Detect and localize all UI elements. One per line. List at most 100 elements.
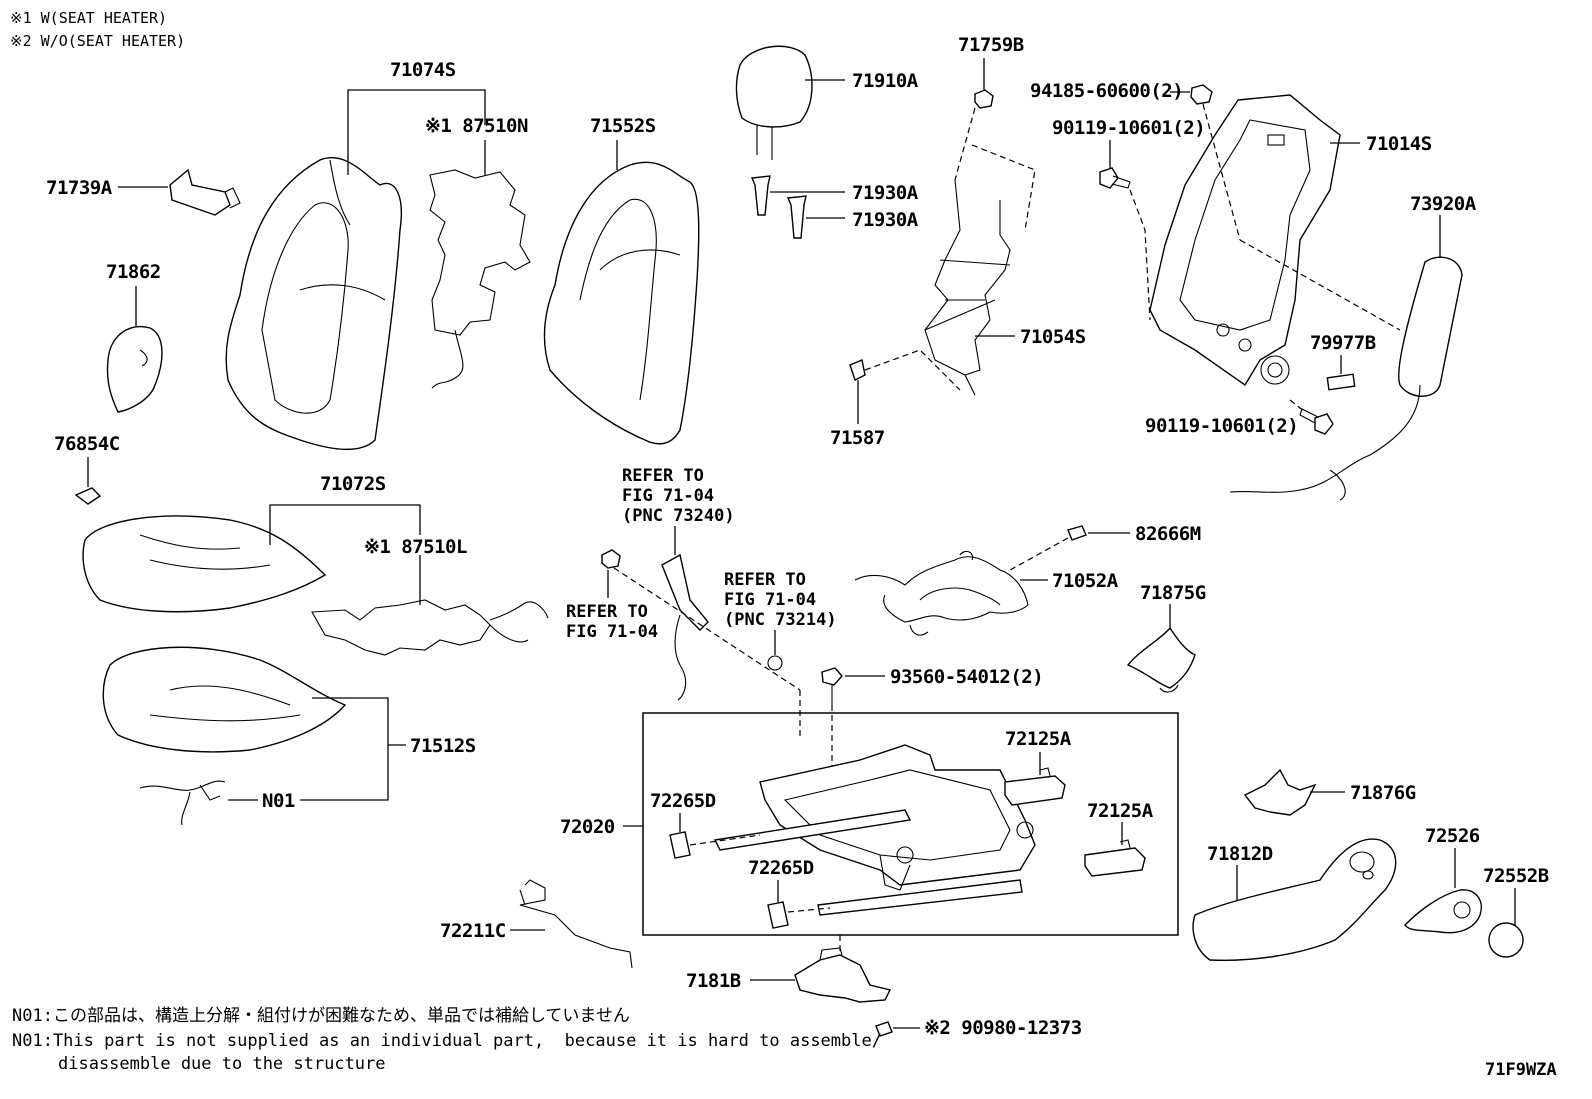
refer-pnc-73240-line1: REFER TO bbox=[622, 466, 704, 486]
label-71054S: 71054S bbox=[1020, 326, 1086, 348]
bracket-7181B-drawing bbox=[794, 947, 892, 1003]
label-90119-upper: 90119-10601(2) bbox=[1052, 117, 1205, 139]
label-90119-lower: 90119-10601(2) bbox=[1145, 415, 1298, 437]
label-N01: N01 bbox=[262, 790, 295, 812]
leader-71074S bbox=[347, 89, 486, 175]
seat-track-frame-drawing bbox=[713, 744, 1036, 916]
label-71512S: 71512S bbox=[410, 735, 476, 757]
label-7181B: 7181B bbox=[686, 970, 741, 992]
label-82666M: 82666M bbox=[1135, 523, 1201, 545]
refer-pnc-73240-line2: FIG 71-04 bbox=[622, 486, 714, 506]
refer-pnc-73240-line3: (PNC 73240) bbox=[622, 506, 735, 526]
dashed-guide-71759B bbox=[954, 107, 976, 181]
seatback-pad-drawing bbox=[543, 161, 700, 445]
footnote-n01-english-line1: N01:This part is not supplied as an indi… bbox=[12, 1031, 882, 1051]
label-73920A: 73920A bbox=[1410, 193, 1477, 215]
label-71759B: 71759B bbox=[958, 34, 1024, 56]
legend-seat-heater: ※1 W(SEAT HEATER) bbox=[10, 9, 167, 27]
cushion-heater-drawing bbox=[311, 599, 549, 656]
label-71072S: 71072S bbox=[320, 473, 386, 495]
seatback-frame-drawing bbox=[1149, 94, 1341, 387]
label-87510L: ※1 87510L bbox=[364, 536, 467, 558]
label-71587: 71587 bbox=[830, 427, 885, 449]
label-71910A: 71910A bbox=[852, 70, 919, 92]
cushion-cover-drawing bbox=[82, 515, 327, 613]
dashed-guide-bolt-upper bbox=[1129, 189, 1151, 321]
dashed-guide-frame bbox=[1202, 103, 1241, 241]
bolt-upper-drawing bbox=[1099, 167, 1131, 189]
label-72125A-1: 72125A bbox=[1005, 728, 1072, 750]
dashed-guide-bolt-lower bbox=[1289, 399, 1306, 413]
leader-71512S bbox=[300, 697, 389, 801]
diagram-code: 71F9WZA bbox=[1485, 1060, 1557, 1080]
label-71552S: 71552S bbox=[590, 115, 656, 137]
label-72265D-2: 72265D bbox=[748, 857, 814, 879]
seatback-cover-drawing bbox=[225, 157, 402, 451]
wire-harness-n01-drawing bbox=[139, 780, 226, 826]
seatback-heater-drawing bbox=[429, 169, 531, 389]
bolt-93560-drawing bbox=[821, 667, 843, 705]
cap-72552B-drawing bbox=[1488, 922, 1524, 958]
label-71875G: 71875G bbox=[1140, 582, 1206, 604]
label-plate-drawing bbox=[1326, 373, 1356, 391]
headrest-drawing bbox=[735, 45, 813, 160]
dashed-guide-82666M bbox=[1009, 537, 1069, 571]
recliner-72125A-lower-drawing bbox=[1084, 839, 1146, 877]
rod-72211C-drawing bbox=[519, 879, 633, 969]
refer-pnc-73214-line3: (PNC 73214) bbox=[724, 610, 837, 630]
recliner-knob-drawing bbox=[1404, 889, 1482, 934]
refer-pnc-73214-line2: FIG 71-04 bbox=[724, 590, 816, 610]
headrest-support-drawing bbox=[750, 175, 807, 239]
dashed-guide-71587 bbox=[864, 349, 961, 391]
seat-harness-drawing bbox=[854, 550, 1029, 636]
nut-drawing bbox=[974, 89, 994, 109]
bracket-72265D-upper-drawing bbox=[669, 831, 691, 859]
refer-fig-line1: REFER TO bbox=[566, 602, 648, 622]
dashed-guide-72265D-2 bbox=[787, 907, 831, 913]
label-72020: 72020 bbox=[560, 816, 615, 838]
refer-pnc-73214-line1: REFER TO bbox=[724, 570, 806, 590]
side-airbag-drawing bbox=[1229, 256, 1463, 501]
footnote-n01-english-line2: disassemble due to the structure bbox=[58, 1054, 386, 1074]
label-79977B: 79977B bbox=[1310, 332, 1376, 354]
leader-71072S bbox=[269, 504, 421, 545]
dashed-guide-lumbar bbox=[971, 144, 1036, 231]
refer-fig-line2: FIG 71-04 bbox=[566, 622, 658, 642]
label-72526: 72526 bbox=[1425, 825, 1480, 847]
label-71052A: 71052A bbox=[1052, 570, 1119, 592]
label-87510N: ※1 87510N bbox=[425, 115, 528, 137]
nut-94185-drawing bbox=[1190, 84, 1213, 105]
label-71074S: 71074S bbox=[390, 59, 456, 81]
dashed-guide-airbag bbox=[1239, 239, 1401, 331]
seat-frame-group-box bbox=[642, 712, 1179, 936]
connector-82666M-drawing bbox=[1067, 525, 1087, 541]
label-72125A-2: 72125A bbox=[1087, 800, 1154, 822]
legend-no-seat-heater: ※2 W/O(SEAT HEATER) bbox=[10, 32, 185, 50]
label-72552B: 72552B bbox=[1483, 865, 1549, 887]
clip-71587-drawing bbox=[849, 359, 866, 381]
seatbelt-buckle-drawing bbox=[601, 549, 783, 701]
bracket-72265D-lower-drawing bbox=[767, 901, 789, 929]
seat-shield-drawing bbox=[1192, 838, 1397, 962]
connector-90980-drawing bbox=[875, 1021, 893, 1037]
dashed-guide-72265D-1 bbox=[689, 834, 761, 846]
label-71876G: 71876G bbox=[1350, 782, 1416, 804]
label-71930A-2: 71930A bbox=[852, 209, 919, 231]
cushion-bracket-71876G-drawing bbox=[1243, 768, 1317, 816]
cushion-pad-drawing bbox=[102, 646, 347, 753]
label-71862: 71862 bbox=[106, 261, 161, 283]
label-72265D-1: 72265D bbox=[650, 790, 716, 812]
footnote-n01-japanese: N01:この部品は、構造上分解・組付けが困難なため、単品では補給していません bbox=[12, 1006, 630, 1026]
trim-cover-drawing bbox=[106, 325, 163, 413]
label-93560: 93560-54012(2) bbox=[890, 666, 1043, 688]
cushion-shield-bracket-drawing bbox=[1126, 626, 1196, 693]
label-76854C: 76854C bbox=[54, 433, 120, 455]
label-71014S: 71014S bbox=[1366, 133, 1432, 155]
label-72211C: 72211C bbox=[440, 920, 506, 942]
label-71812D: 71812D bbox=[1207, 843, 1273, 865]
label-71739A: 71739A bbox=[46, 177, 113, 199]
lumbar-support-drawing bbox=[924, 179, 1011, 396]
clip-76854C-drawing bbox=[74, 487, 102, 505]
cover-clip-drawing bbox=[169, 168, 241, 216]
label-94185: 94185-60600(2) bbox=[1030, 80, 1183, 102]
